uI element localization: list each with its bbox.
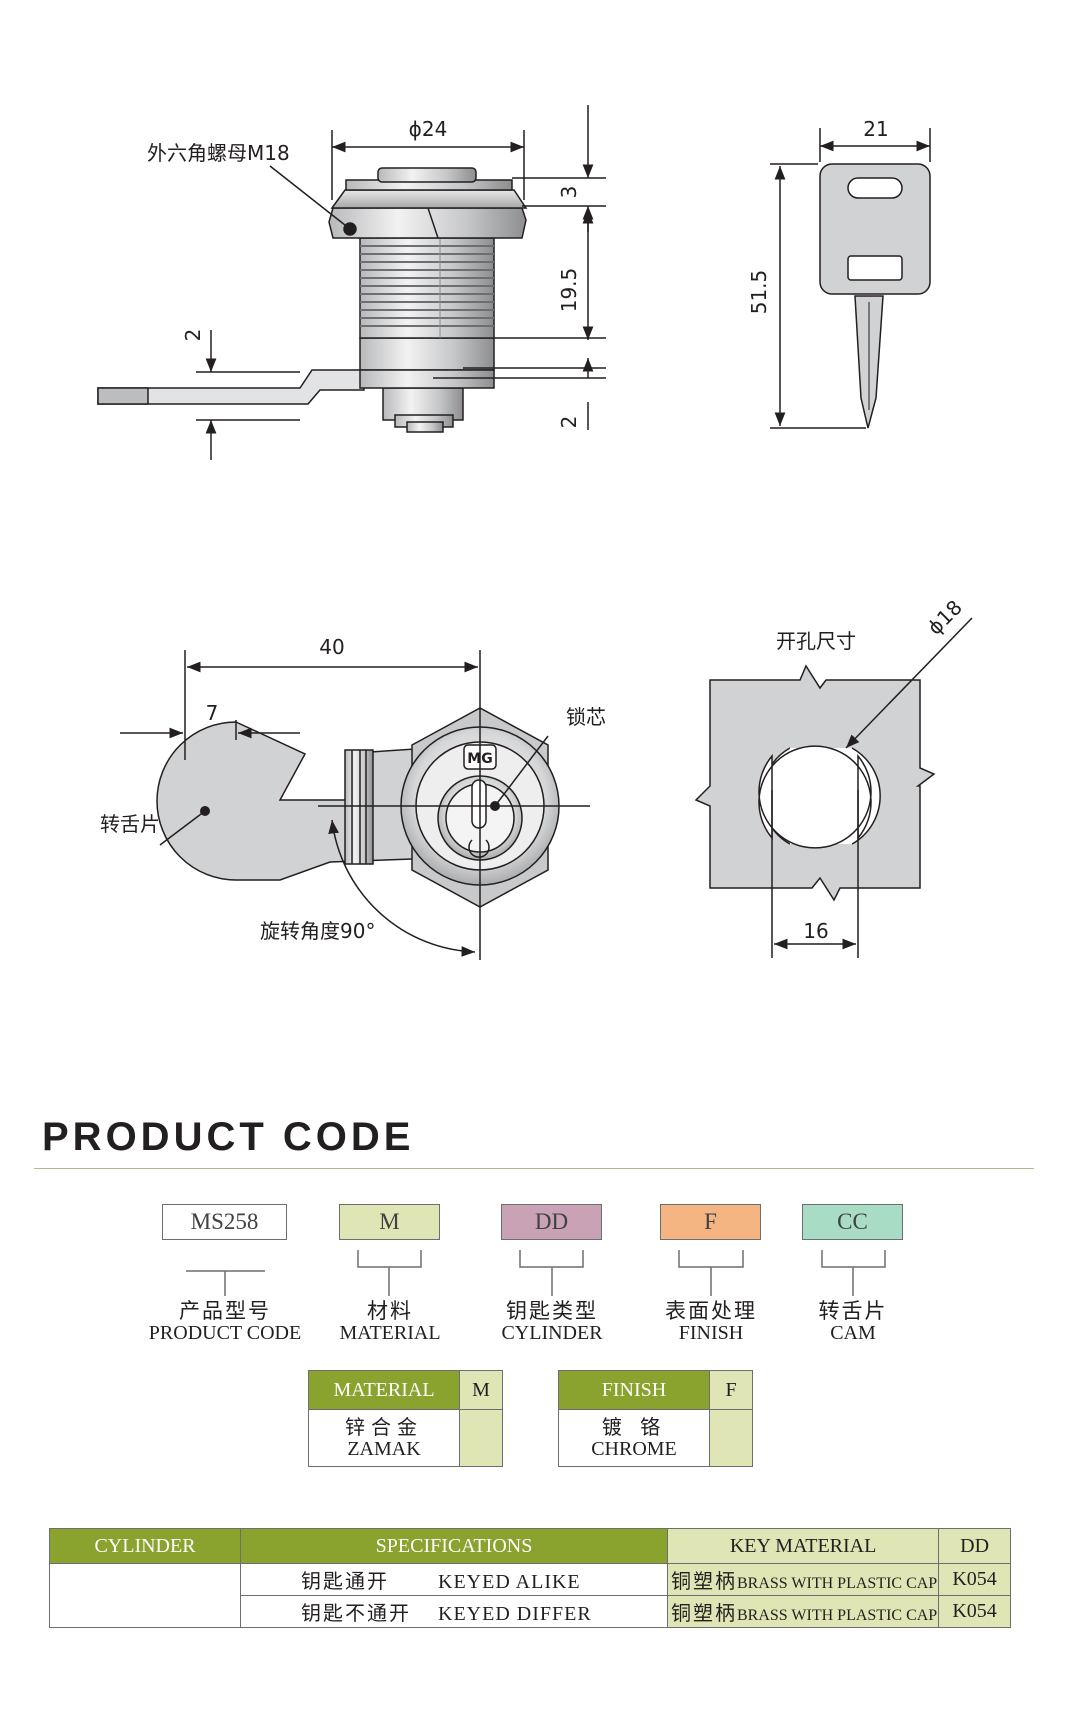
code-box-finish: F bbox=[660, 1204, 761, 1240]
nut-label: 外六角螺母M18 bbox=[147, 141, 290, 165]
code-box-material: M bbox=[339, 1204, 440, 1240]
code-label-cn: 钥匙类型 bbox=[506, 1299, 598, 1323]
dd-cell: K054 bbox=[938, 1563, 1011, 1596]
header-key-material: KEY MATERIAL bbox=[666, 1528, 940, 1564]
material-value: 锌合金 ZAMAK bbox=[308, 1409, 460, 1467]
dim-3: 3 bbox=[557, 186, 581, 199]
spec-cn: 钥匙通开 bbox=[301, 1569, 389, 1593]
code-label-cn: 转舌片 bbox=[818, 1299, 888, 1323]
code-value: F bbox=[704, 1209, 717, 1234]
code-label-en: MATERIAL bbox=[339, 1322, 441, 1344]
front-view-dimensions bbox=[120, 650, 590, 960]
table-row: 钥匙通开 KEYED ALIKE 铜塑柄BRASS WITH PLASTIC C… bbox=[49, 1563, 1011, 1628]
dim-19-5: 19.5 bbox=[557, 268, 581, 313]
key-material-en: BRASS WITH PLASTIC CAP bbox=[737, 1607, 938, 1624]
material-code: M bbox=[459, 1370, 503, 1410]
technical-drawing: 外六角螺母M18 ϕ24 3 19.5 2 2 21 51.5 bbox=[97, 105, 973, 960]
header-cylinder: CYLINDER bbox=[49, 1528, 241, 1564]
key-material-cn: 铜塑柄 bbox=[671, 1569, 737, 1593]
dim-phi24: ϕ24 bbox=[409, 117, 448, 141]
code-value: CC bbox=[837, 1209, 868, 1234]
section-title: PRODUCT CODE bbox=[42, 1115, 415, 1159]
dim-51-5: 51.5 bbox=[747, 270, 771, 315]
front-view bbox=[156, 707, 560, 908]
code-connectors bbox=[186, 1250, 886, 1296]
dim-16: 16 bbox=[803, 919, 828, 943]
side-view-dimensions bbox=[196, 105, 606, 460]
header-specifications: SPECIFICATIONS bbox=[240, 1528, 668, 1564]
code-label-en: PRODUCT CODE bbox=[148, 1322, 302, 1344]
material-header: MATERIAL bbox=[308, 1370, 460, 1410]
spec-en: KEYED DIFFER bbox=[438, 1603, 592, 1625]
code-label-product: 产品型号 PRODUCT CODE bbox=[140, 1300, 310, 1344]
code-label-cam: 转舌片 CAM bbox=[793, 1300, 913, 1344]
hole-label: 开孔尺寸 bbox=[776, 629, 856, 653]
code-label-finish: 表面处理 FINISH bbox=[651, 1300, 771, 1344]
dim-2-left: 2 bbox=[181, 329, 205, 342]
code-box-product: MS258 bbox=[162, 1204, 287, 1240]
dim-40: 40 bbox=[319, 635, 344, 659]
material-table: MATERIAL M 锌合金 ZAMAK bbox=[308, 1370, 503, 1467]
code-label-cylinder: 钥匙类型 CYLINDER bbox=[492, 1300, 612, 1344]
material-value-cn: 锌合金 bbox=[345, 1415, 423, 1439]
side-view bbox=[97, 167, 528, 433]
code-label-cn: 表面处理 bbox=[665, 1299, 757, 1323]
spec-cell: 钥匙通开 KEYED ALIKE bbox=[240, 1563, 668, 1596]
table-row: 钥匙不通开 KEYED DIFFER 铜塑柄BRASS WITH PLASTIC… bbox=[50, 1595, 1011, 1628]
code-label-cn: 产品型号 bbox=[179, 1299, 271, 1323]
code-value: MS258 bbox=[190, 1209, 259, 1234]
finish-value-en: CHROME bbox=[591, 1438, 677, 1460]
code-label-en: FINISH bbox=[678, 1322, 744, 1344]
title-divider bbox=[34, 1168, 1034, 1169]
key-material-cn: 铜塑柄 bbox=[671, 1601, 737, 1625]
code-box-cam: CC bbox=[802, 1204, 903, 1240]
material-value-en: ZAMAK bbox=[347, 1438, 421, 1460]
code-label-en: CAM bbox=[830, 1322, 876, 1344]
dim-7: 7 bbox=[206, 701, 219, 725]
finish-value-cn: 镀 铬 bbox=[601, 1415, 667, 1439]
spec-cn: 钥匙不通开 bbox=[301, 1601, 411, 1625]
spec-cell: 钥匙不通开 KEYED DIFFER bbox=[240, 1595, 668, 1628]
finish-table: FINISH F 镀 铬 CHROME bbox=[558, 1370, 753, 1467]
finish-code: F bbox=[709, 1370, 753, 1410]
cutout-dimensions bbox=[771, 617, 973, 958]
cylinder-cell bbox=[49, 1563, 241, 1628]
key-material-cell: 铜塑柄BRASS WITH PLASTIC CAP bbox=[666, 1595, 940, 1628]
header-dd: DD bbox=[938, 1528, 1011, 1564]
code-label-en: CYLINDER bbox=[501, 1322, 603, 1344]
key-material-cell: 铜塑柄BRASS WITH PLASTIC CAP bbox=[666, 1563, 940, 1596]
dd-cell: K054 bbox=[938, 1595, 1011, 1628]
material-code-cell bbox=[459, 1409, 503, 1467]
core-label: 锁芯 bbox=[566, 705, 606, 729]
key-material-en: BRASS WITH PLASTIC CAP bbox=[737, 1575, 938, 1592]
finish-value: 镀 铬 CHROME bbox=[558, 1409, 710, 1467]
rotation-label: 旋转角度90° bbox=[260, 919, 375, 943]
key-dimensions bbox=[770, 128, 931, 429]
code-box-cylinder: DD bbox=[501, 1204, 602, 1240]
cam-label: 转舌片 bbox=[100, 812, 160, 836]
dim-phi18: ϕ18 bbox=[923, 595, 967, 639]
dim-2-right: 2 bbox=[557, 416, 581, 429]
code-value: M bbox=[379, 1209, 400, 1234]
code-label-material: 材料 MATERIAL bbox=[330, 1300, 450, 1344]
dim-21: 21 bbox=[863, 117, 888, 141]
finish-header: FINISH bbox=[558, 1370, 710, 1410]
key-view bbox=[819, 163, 931, 429]
cutout-view bbox=[694, 664, 936, 902]
finish-code-cell bbox=[709, 1409, 753, 1467]
spec-en: KEYED ALIKE bbox=[438, 1571, 581, 1593]
code-label-cn: 材料 bbox=[367, 1299, 413, 1323]
spec-table: CYLINDER SPECIFICATIONS KEY MATERIAL DD … bbox=[49, 1528, 1011, 1628]
code-value: DD bbox=[534, 1209, 569, 1234]
